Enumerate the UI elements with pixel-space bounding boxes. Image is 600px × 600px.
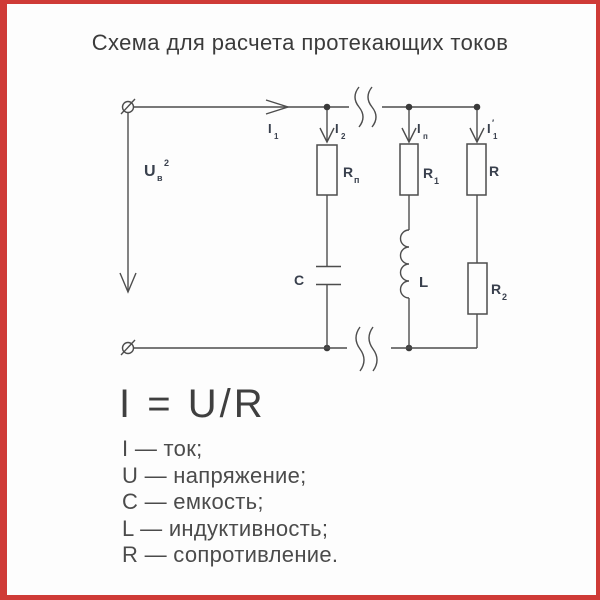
legend-item-l: L — индуктивность; [122,515,329,541]
svg-text:R: R [491,281,501,297]
label-rn: R п [343,164,359,185]
formula-text: I = U/R [119,382,266,426]
resistor-r [466,143,487,196]
label-c: C [294,272,304,288]
current-arrow-i2 [319,110,335,144]
svg-text:2: 2 [502,292,507,302]
legend-item-r: R — сопротивление. [122,542,339,567]
svg-text:2: 2 [341,132,346,141]
label-l: L [419,274,428,291]
svg-text:1: 1 [434,176,439,186]
break-mark-bottom-icon [355,326,378,372]
legend: I — ток; U — напряжение; C — емкость; L … [122,436,338,569]
label-voltage-u: U в 2 [144,158,169,183]
junction-dot [323,103,331,111]
svg-text:п: п [423,132,428,141]
label-r1: R 1 [423,165,439,186]
label-i1: I 1 [268,121,279,141]
junction-dot [473,103,481,111]
voltage-arrow [119,113,137,294]
current-arrow-in [401,110,417,144]
capacitor-c [316,195,341,348]
svg-text:I: I [268,121,272,136]
inductor-l [399,195,410,348]
resistor-r2 [467,262,488,315]
svg-text:I: I [335,121,339,136]
label-r: R [489,163,499,179]
label-i2: I 2 [335,121,346,141]
svg-text:R: R [423,165,433,181]
svg-text:U: U [144,163,156,180]
junction-dot [405,103,413,111]
label-in: I п [417,121,428,141]
terminal-top-left-icon [120,98,136,115]
terminal-bottom-left-icon [120,339,136,356]
current-arrow-i1-prime [469,110,485,144]
break-mark-top-icon [354,86,377,128]
svg-text:в: в [157,173,163,183]
svg-text:1: 1 [493,132,498,141]
svg-text:п: п [354,175,359,185]
svg-text:R: R [343,164,353,180]
svg-text:I: I [487,121,491,136]
resistor-rn [316,144,338,196]
current-arrow-i1 [265,99,291,115]
svg-text:1: 1 [274,132,279,141]
svg-text:2: 2 [164,158,169,168]
label-i1-prime: I ′ 1 [487,118,498,141]
legend-item-u: U — напряжение; [122,462,307,488]
label-r2: R 2 [491,281,507,302]
svg-text:I: I [417,121,421,136]
legend-item-c: C — емкость; [122,489,264,514]
diagram-title: Схема для расчета протекающих токов [91,30,509,55]
svg-text:′: ′ [492,118,494,128]
resistor-r1 [399,143,419,196]
legend-item-i: I — ток; [122,436,203,461]
svg-text:R: R [489,163,499,179]
